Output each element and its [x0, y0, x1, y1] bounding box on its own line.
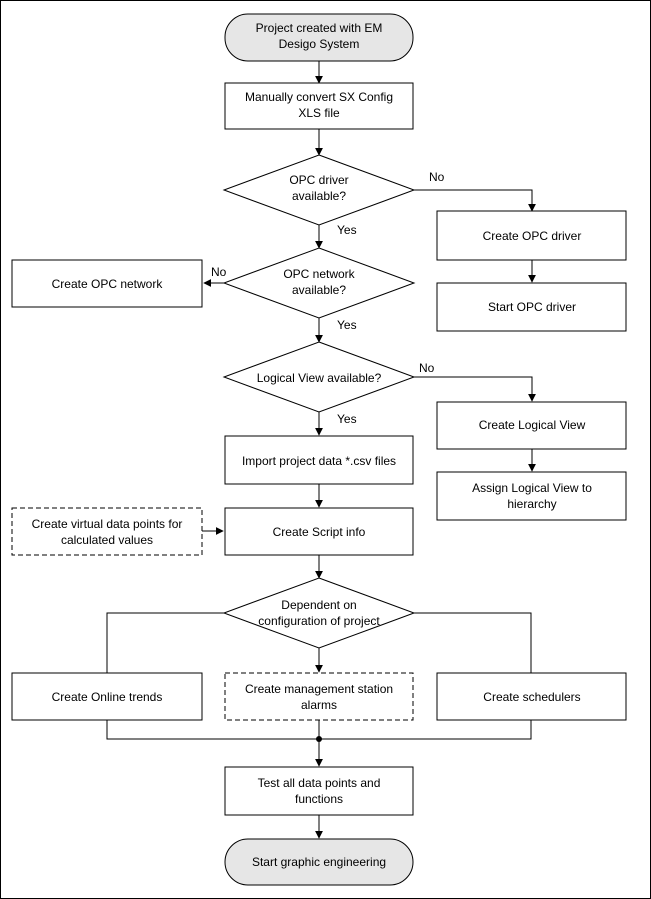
node-end-label: Start graphic engineering: [252, 855, 386, 869]
edge-logicalq-create-logical: [414, 376, 536, 402]
node-create-logical-view-shape: [436, 401, 627, 450]
edge-label-logical-yes: Yes: [337, 412, 357, 426]
node-alarms-shape: [224, 672, 414, 721]
node-script-info-shape: [224, 507, 414, 556]
node-logical-view-q-shape: [222, 341, 416, 413]
node-dependent-q-shape: [222, 577, 416, 649]
node-import-csv-label: Import project data *.csv files: [242, 454, 396, 468]
edge-dependentq-schedulers: [414, 612, 532, 673]
node-convert-shape: [224, 82, 414, 130]
node-schedulers-shape: [436, 672, 627, 721]
node-script-info-label: Create Script info: [273, 525, 366, 539]
edge-dependentq-trends: [106, 612, 224, 673]
node-end-shape: [224, 838, 414, 886]
edge-label-network-yes: Yes: [337, 318, 357, 332]
node-virtual-points-shape: [11, 507, 203, 556]
node-logical-view-q-label: Logical View available?: [257, 371, 382, 385]
node-online-trends-label: Create Online trends: [52, 690, 163, 704]
node-start-shape: [224, 13, 414, 62]
edge-label-network-no: No: [211, 265, 227, 279]
node-start-opc-driver-label: Start OPC driver: [488, 300, 576, 314]
node-create-opc-network-label: Create OPC network: [52, 277, 164, 291]
node-online-trends-shape: [11, 672, 203, 721]
node-schedulers-label: Create schedulers: [483, 690, 580, 704]
node-opc-driver-q-shape: [222, 154, 416, 226]
node-create-opc-driver-shape: [436, 210, 627, 261]
node-create-logical-view-label: Create Logical View: [479, 418, 586, 432]
edge-label-logical-no: No: [419, 361, 435, 375]
node-start-opc-driver-shape: [436, 282, 627, 332]
node-create-opc-network-shape: [11, 259, 203, 308]
node-opc-network-q-shape: [222, 247, 416, 319]
connectors: [106, 61, 536, 839]
edge-label-driver-yes: Yes: [337, 223, 357, 237]
edge-label-driver-no: No: [429, 170, 445, 184]
node-import-csv-shape: [224, 435, 414, 485]
node-assign-logical-view-shape: [436, 471, 627, 521]
node-test-points-shape: [224, 766, 414, 816]
edge-driverq-create-driver: [414, 189, 536, 212]
node-create-opc-driver-label: Create OPC driver: [483, 229, 582, 243]
